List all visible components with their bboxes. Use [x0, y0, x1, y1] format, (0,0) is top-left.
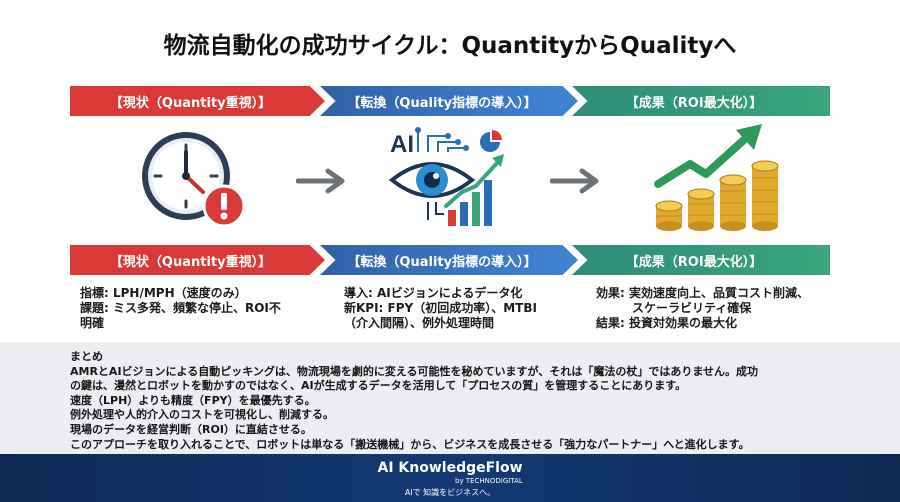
summary-line: 現場のデータを経営判断（ROI）に直結させる。 [70, 422, 312, 436]
summary-line: 例外処理や人的介入のコストを可視化し、削減する。 [70, 408, 334, 422]
stage-banner-current-2: 【現状（Quantity重視）】 [70, 245, 325, 275]
clock-warning-icon [128, 122, 268, 234]
stage-desc-result: 効果: 実効速度向上、品質コスト削減、 スケーラビリティ確保 結果: 投資対効果… [596, 286, 809, 330]
stage-banner-transition-2: 【転換（Quality指標の導入）】 [320, 245, 578, 275]
stage-banner-current: 【現状（Quantity重視）】 [70, 86, 325, 116]
footer-bar: AI KnowledgeFlow by TECHNODIGITAL AIで 知識… [0, 454, 900, 502]
summary-line: このアプローチを取り入れることで、ロボットは単なる「搬送機械」から、ビジネスを成… [70, 437, 750, 451]
summary-heading: まとめ [70, 350, 103, 363]
stage-banner-transition: 【転換（Quality指標の導入）】 [320, 86, 578, 116]
brand-logo-text: AI KnowledgeFlow [377, 460, 523, 476]
page-title: 物流自動化の成功サイクル：QuantityからQualityへ [163, 33, 737, 59]
stage-desc-current: 指標: LPH/MPH（速度のみ） 課題: ミス多発、頻繁な停止、ROI不 明確 [80, 286, 281, 330]
brand-tagline: AIで 知識をビジネスへ。 [404, 488, 496, 497]
arrow-right-icon [549, 168, 602, 198]
coins-growth-icon [650, 122, 790, 234]
summary-line: AMRとAIビジョンによる自動ピッキングは、物流現場を劇的に変える可能性を秘めて… [70, 364, 758, 378]
brand-byline: by TECHNODIGITAL [455, 477, 523, 485]
stage-banner-result: 【成果（ROI最大化）】 [572, 86, 830, 116]
summary-line: 速度（LPH）よりも精度（FPY）を最優先する。 [70, 393, 316, 407]
stage-desc-transition: 導入: AIビジョンによるデータ化 新KPI: FPY（初回成功率）、MTBI … [344, 286, 537, 330]
ai-label: AI [390, 131, 414, 158]
summary-panel: まとめ AMRとAIビジョンによる自動ピッキングは、物流現場を劇的に変える可能性… [0, 342, 900, 454]
stage-banner-result-2: 【成果（ROI最大化）】 [572, 245, 830, 275]
summary-line: の鍵は、漫然とロボットを動かすのではなく、AIが生成するデータを活用して「プロセ… [70, 379, 687, 393]
arrow-right-icon [295, 168, 348, 198]
ai-eye-chart-icon: AI [388, 122, 528, 234]
